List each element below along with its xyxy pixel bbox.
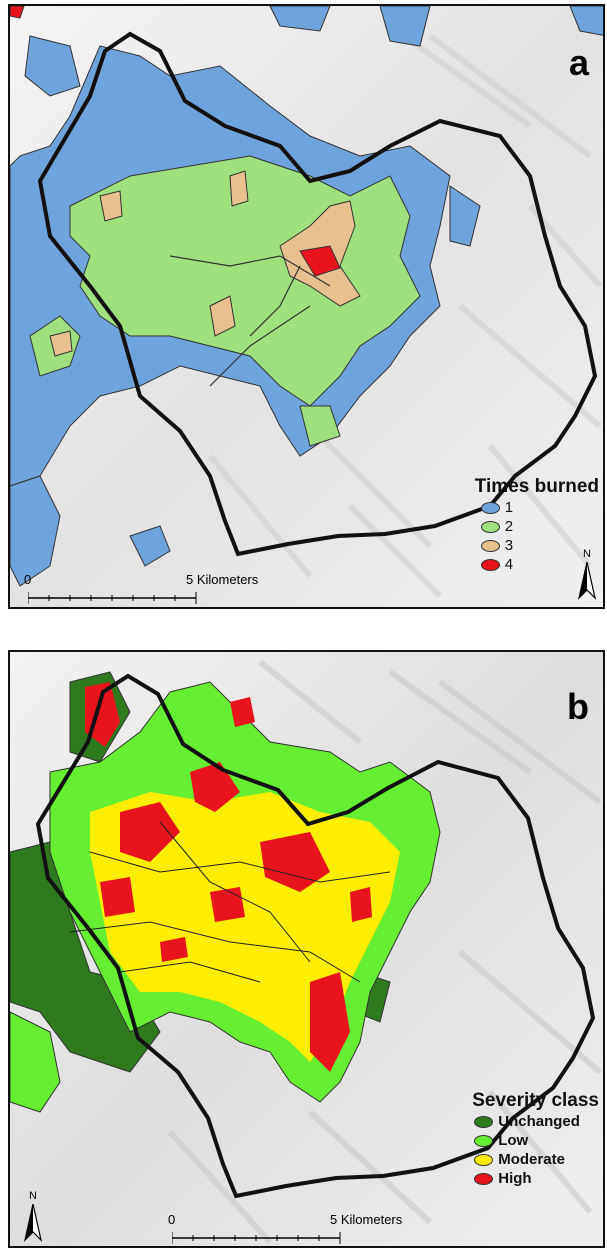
burn-severity-map (10, 652, 603, 1246)
scale-start-a: 0 (24, 572, 32, 587)
swatch-moderate (474, 1153, 494, 1166)
legend-label-3: 3 (504, 537, 514, 554)
legend-label-2: 2 (504, 518, 514, 535)
legend-label-4: 4 (504, 556, 514, 573)
legend-title: Severity class (472, 1090, 599, 1111)
legend-label-unchanged: Unchanged (498, 1113, 580, 1130)
severity-class-legend: Severity class Unchanged Low Moderate Hi… (472, 1090, 599, 1188)
north-arrow-a: N (577, 548, 597, 605)
times-burned-map (10, 6, 603, 607)
study-area-boundary (37, 31, 598, 557)
swatch-3 (480, 539, 500, 552)
swatch-2 (480, 520, 500, 533)
fire-perimeters (69, 821, 391, 983)
map-panel-a: a Times burned 1 2 3 4 0 5 Kilometers (8, 4, 605, 609)
north-label-a: N (583, 548, 591, 560)
study-area-boundary (35, 673, 596, 1199)
legend-item-1: 1 (480, 498, 599, 517)
map-panel-b: b Severity class Unchanged Low Moderate … (8, 650, 605, 1248)
legend-item-3: 3 (480, 536, 599, 555)
swatch-4 (480, 558, 500, 571)
severity-high-area (85, 682, 372, 1072)
swatch-1 (480, 501, 500, 514)
legend-item-4: 4 (480, 555, 599, 574)
times-burned-legend: Times burned 1 2 3 4 (475, 476, 599, 574)
scale-end-a: 5 Kilometers (186, 572, 259, 587)
swatch-unchanged (474, 1115, 494, 1128)
north-arrow-icon (577, 561, 597, 600)
legend-item-low: Low (474, 1131, 599, 1150)
legend-label-high: High (498, 1170, 532, 1187)
north-label-b: N (29, 1190, 37, 1202)
legend-item-high: High (474, 1169, 599, 1188)
terrain-shading (167, 659, 602, 1245)
scale-start-b: 0 (168, 1212, 176, 1227)
panel-label-b: b (567, 686, 589, 727)
scale-ticks-a (28, 592, 197, 604)
legend-label-low: Low (498, 1132, 529, 1149)
swatch-high (474, 1172, 494, 1185)
swatch-low (474, 1134, 494, 1147)
legend-item-2: 2 (480, 517, 599, 536)
north-arrow-icon (23, 1203, 43, 1242)
burned-four-times-area (10, 6, 341, 277)
legend-label-1: 1 (504, 499, 514, 516)
legend-item-moderate: Moderate (474, 1150, 599, 1169)
panel-label-a: a (568, 42, 589, 83)
scale-ticks-b (172, 1232, 341, 1244)
legend-item-unchanged: Unchanged (474, 1112, 599, 1131)
fire-perimeters (169, 255, 331, 387)
scale-end-b: 5 Kilometers (330, 1212, 403, 1227)
north-arrow-b: N (23, 1190, 43, 1246)
legend-title: Times burned (474, 476, 599, 497)
legend-label-moderate: Moderate (498, 1151, 565, 1168)
